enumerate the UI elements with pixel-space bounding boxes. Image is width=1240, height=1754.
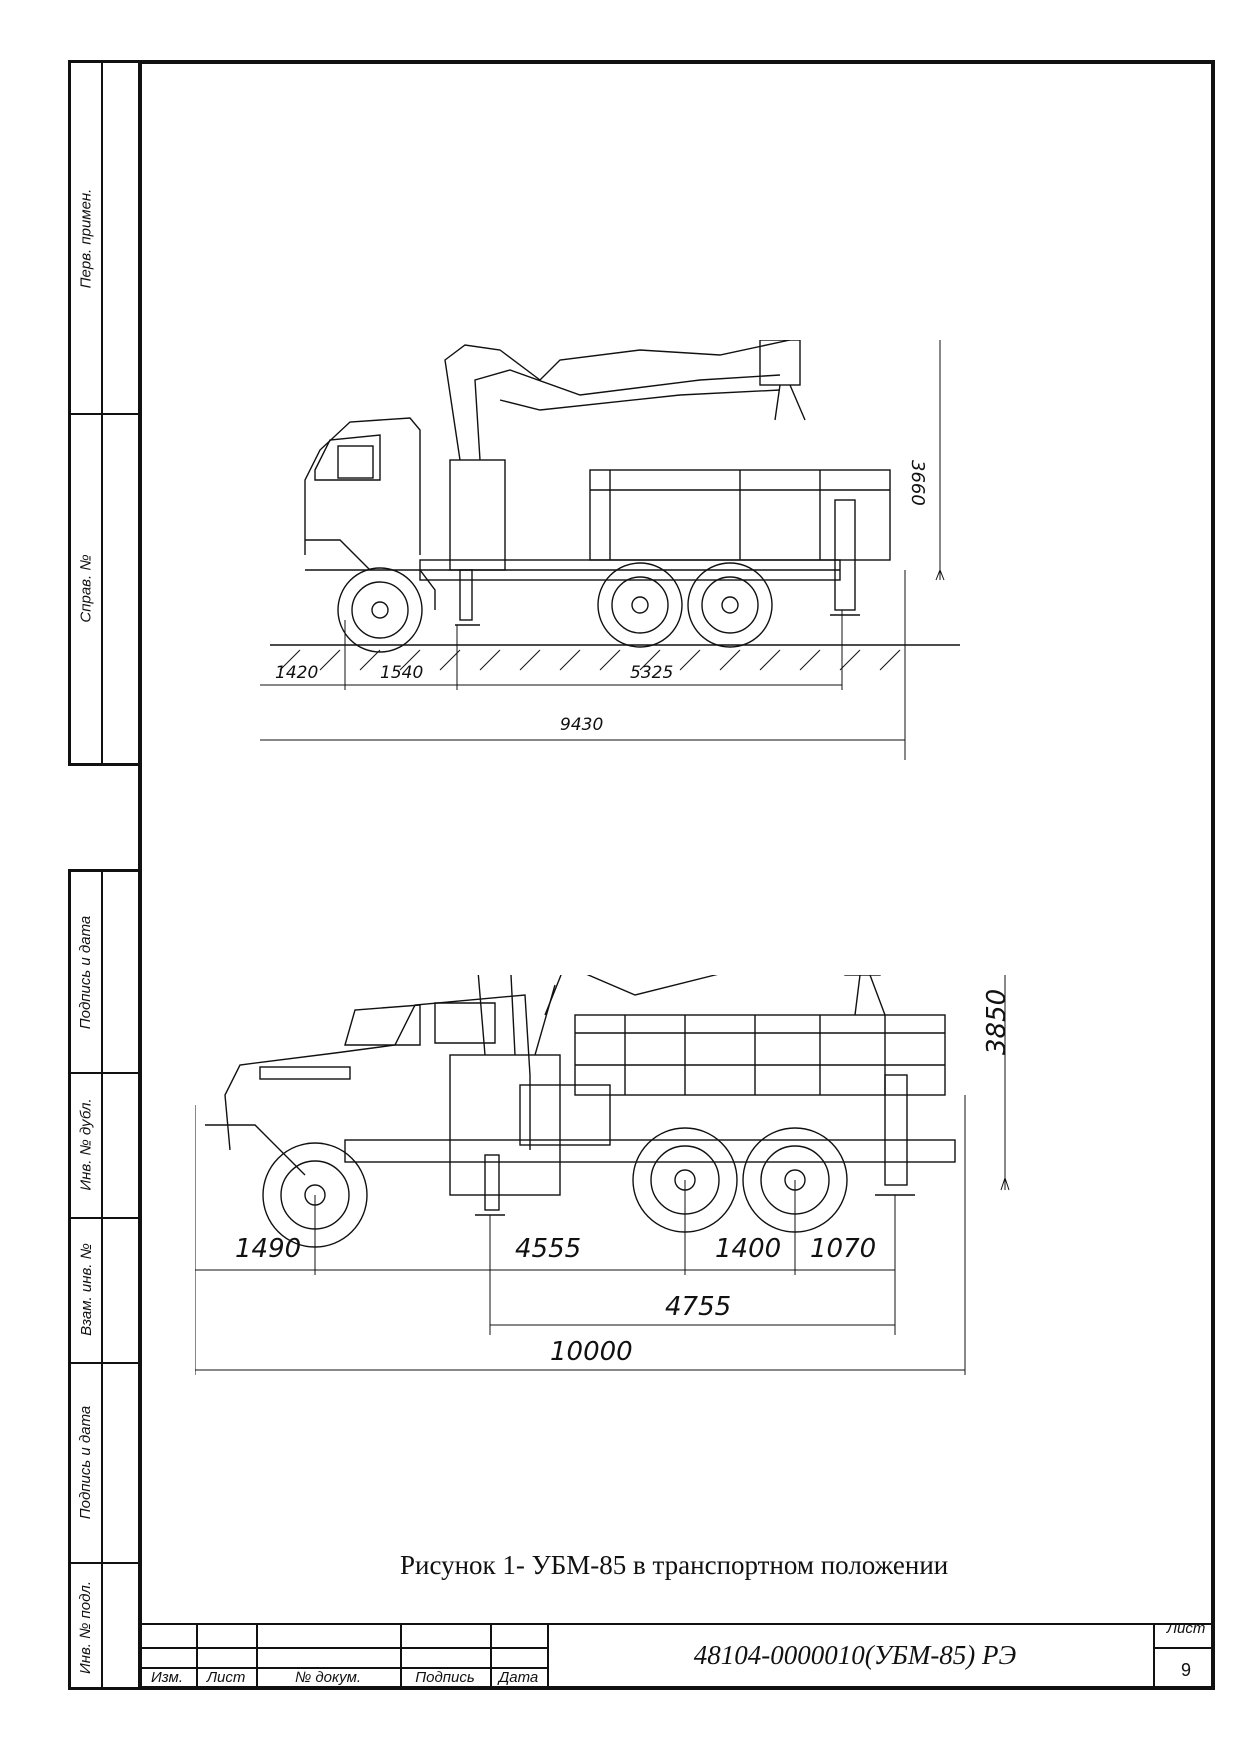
dim-bottom-1070: 1070 <box>810 1234 876 1264</box>
dim-bottom-4755: 4755 <box>665 1292 731 1322</box>
side-strip-top: Перв. примен. Справ. № <box>68 60 142 766</box>
truck-drawing-top: 3660 1420 1540 5325 9430 <box>260 340 1060 780</box>
side-label-inv-podl: Инв. № подл. <box>77 1580 95 1674</box>
side-label-vzam-inv: Взам. инв. № <box>77 1243 95 1336</box>
dim-bottom-1490: 1490 <box>235 1234 301 1264</box>
side-label-podpis-data-1: Подпись и дата <box>77 915 95 1029</box>
side-label-podpis-data-2: Подпись и дата <box>77 1405 95 1519</box>
side-label-sprav-no: Справ. № <box>77 553 95 623</box>
dim-bottom-1400: 1400 <box>715 1234 781 1264</box>
figure-caption: Рисунок 1- УБМ-85 в транспортном положен… <box>400 1550 949 1580</box>
dim-top-1420: 1420 <box>275 663 318 683</box>
document-code: 48104-0000010(УБМ-85) РЭ <box>693 1640 1017 1670</box>
tb-col-list: Лист <box>206 1669 246 1686</box>
side-label-perv-primen: Перв. примен. <box>77 188 95 288</box>
side-label-inv-dubl: Инв. № дубл. <box>77 1098 95 1191</box>
tb-col-data: Дата <box>498 1669 539 1686</box>
sheet-label: Лист <box>1166 1620 1206 1637</box>
dim-top-1540: 1540 <box>380 663 423 683</box>
truck-drawing-bottom: 3850 1490 4555 1400 1070 4755 10000 <box>195 975 1145 1485</box>
sheet-number: 9 <box>1180 1660 1191 1680</box>
dim-bottom-10000: 10000 <box>550 1337 633 1367</box>
tb-col-podpis: Подпись <box>415 1669 475 1686</box>
side-strip-bottom: Подпись и дата Инв. № дубл. Взам. инв. №… <box>68 869 142 1690</box>
dim-bottom-height: 3850 <box>982 989 1012 1055</box>
dim-top-9430: 9430 <box>560 715 603 735</box>
dim-top-height: 3660 <box>907 460 928 506</box>
dim-bottom-4555: 4555 <box>515 1234 581 1264</box>
tb-col-izm: Изм. <box>151 1669 183 1686</box>
dim-top-5325: 5325 <box>630 663 673 683</box>
tb-col-no-dokum: № докум. <box>294 1669 362 1686</box>
